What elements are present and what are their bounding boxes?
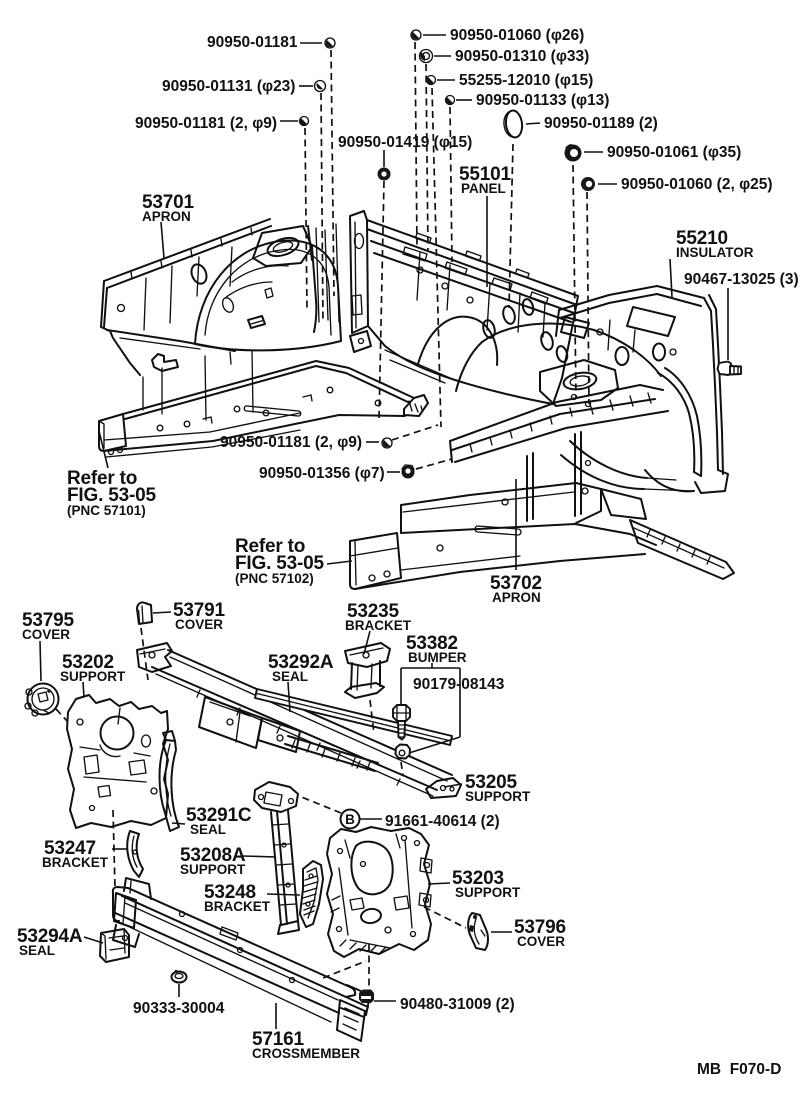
svg-text:PANEL: PANEL: [461, 181, 506, 196]
svg-text:FIG. 53-05: FIG. 53-05: [235, 553, 324, 574]
svg-text:53203: 53203: [452, 868, 504, 889]
svg-text:90480-31009 (2): 90480-31009 (2): [400, 996, 515, 1013]
svg-text:55210: 55210: [676, 228, 728, 249]
svg-text:53796: 53796: [514, 917, 566, 938]
svg-text:90950-01181 (2, φ9): 90950-01181 (2, φ9): [220, 434, 362, 451]
svg-text:53248: 53248: [204, 882, 256, 903]
svg-text:55101: 55101: [459, 164, 511, 185]
svg-text:90950-01181 (2, φ9): 90950-01181 (2, φ9): [135, 115, 277, 132]
svg-text:SUPPORT: SUPPORT: [465, 789, 531, 804]
svg-text:SEAL: SEAL: [190, 822, 226, 837]
svg-text:APRON: APRON: [142, 209, 191, 224]
svg-text:COVER: COVER: [517, 934, 565, 949]
svg-text:Refer to: Refer to: [67, 468, 137, 489]
svg-text:53235: 53235: [347, 601, 399, 622]
svg-text:SUPPORT: SUPPORT: [455, 885, 521, 900]
svg-text:57161: 57161: [252, 1029, 304, 1050]
svg-text:53291C: 53291C: [186, 805, 252, 826]
svg-text:BRACKET: BRACKET: [345, 618, 412, 633]
svg-text:90950-01189 (2): 90950-01189 (2): [544, 115, 658, 132]
svg-text:53294A: 53294A: [17, 926, 83, 947]
svg-text:91661-40614 (2): 91661-40614 (2): [385, 813, 500, 830]
svg-text:53205: 53205: [465, 772, 517, 793]
svg-text:90179-08143: 90179-08143: [413, 676, 505, 693]
svg-text:90950-01061 (φ35): 90950-01061 (φ35): [607, 144, 741, 161]
svg-text:53702: 53702: [490, 573, 542, 594]
svg-text:90333-30004: 90333-30004: [133, 1000, 225, 1017]
svg-text:53208A: 53208A: [180, 845, 246, 866]
svg-text:FIG. 53-05: FIG. 53-05: [67, 485, 156, 506]
svg-text:90950-01356 (φ7): 90950-01356 (φ7): [259, 465, 385, 482]
svg-text:90950-01181: 90950-01181: [207, 34, 298, 51]
svg-text:Refer to: Refer to: [235, 536, 305, 557]
svg-text:53202: 53202: [62, 652, 114, 673]
svg-text:SEAL: SEAL: [272, 669, 308, 684]
svg-text:SEAL: SEAL: [19, 943, 55, 958]
svg-text:90950-01133 (φ13): 90950-01133 (φ13): [476, 92, 609, 109]
svg-text:BRACKET: BRACKET: [42, 855, 109, 870]
svg-text:53791: 53791: [173, 600, 225, 621]
svg-text:55255-12010 (φ15): 55255-12010 (φ15): [459, 72, 593, 89]
svg-text:SUPPORT: SUPPORT: [60, 669, 126, 684]
svg-text:90950-01131 (φ23): 90950-01131 (φ23): [162, 78, 295, 95]
svg-text:(PNC 57101): (PNC 57101): [67, 503, 146, 518]
svg-text:90950-01310 (φ33): 90950-01310 (φ33): [455, 48, 589, 65]
svg-text:53795: 53795: [22, 610, 74, 631]
svg-text:53701: 53701: [142, 192, 194, 213]
svg-text:BRACKET: BRACKET: [204, 899, 271, 914]
svg-text:53382: 53382: [406, 633, 458, 654]
svg-text:SUPPORT: SUPPORT: [180, 862, 246, 877]
svg-text:APRON: APRON: [492, 590, 541, 605]
svg-text:90950-01419 (φ15): 90950-01419 (φ15): [338, 134, 472, 151]
svg-text:90950-01060 (2, φ25): 90950-01060 (2, φ25): [621, 176, 773, 193]
svg-text:CROSSMEMBER: CROSSMEMBER: [252, 1046, 360, 1061]
svg-text:53247: 53247: [44, 838, 96, 859]
svg-text:COVER: COVER: [22, 627, 70, 642]
svg-text:90950-01060 (φ26): 90950-01060 (φ26): [450, 27, 584, 44]
svg-text:90467-13025 (3): 90467-13025 (3): [684, 271, 799, 288]
svg-text:53292A: 53292A: [268, 652, 334, 673]
svg-text:MB F070-D: MB F070-D: [697, 1061, 781, 1078]
svg-text:COVER: COVER: [175, 617, 223, 632]
svg-text:INSULATOR: INSULATOR: [676, 245, 754, 260]
svg-text:(PNC 57102): (PNC 57102): [235, 571, 314, 586]
svg-text:B: B: [345, 812, 355, 827]
svg-text:BUMPER: BUMPER: [408, 650, 467, 665]
